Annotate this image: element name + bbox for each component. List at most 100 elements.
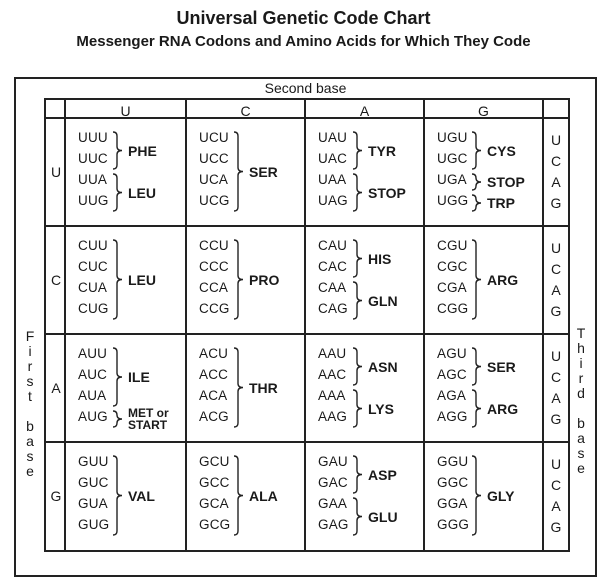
codon-label: AUA <box>78 388 107 403</box>
codon-label: UCG <box>199 193 230 208</box>
amino-acid-label: ASP <box>368 468 397 482</box>
amino-acid-text: HIS <box>368 250 392 267</box>
amino-acid-label: ARG <box>487 273 518 287</box>
column-divider <box>64 98 66 552</box>
codon-label: CUC <box>78 259 108 274</box>
third-base-label-char: s <box>577 445 585 461</box>
amino-acid-label: TYR <box>368 144 396 158</box>
third-base-letter: G <box>550 411 562 427</box>
codon-label: CAC <box>318 259 348 274</box>
amino-acid-text: STOP <box>487 174 525 190</box>
amino-acid-text: TYR <box>368 142 396 159</box>
amino-acid-text: ASN <box>368 358 398 375</box>
third-base-label-char: a <box>577 430 585 446</box>
third-base-letter: G <box>550 303 562 319</box>
codon-label: ACU <box>199 346 229 361</box>
brace-icon <box>112 410 123 428</box>
first-base-label-char: b <box>26 418 34 434</box>
amino-acid-text: ILE <box>128 369 150 385</box>
brace-icon <box>233 131 244 212</box>
codon-grid <box>44 98 570 552</box>
first-base-label-char: t <box>28 388 32 404</box>
codon-label: CGU <box>437 238 468 253</box>
amino-acid-label: LEU <box>128 273 156 287</box>
amino-acid-text: ARG <box>487 271 519 288</box>
third-base-letter: G <box>550 519 562 535</box>
amino-acid-text: GLY <box>487 487 515 504</box>
amino-acid-label: ASN <box>368 360 398 374</box>
amino-acid-label: GLY <box>487 489 515 503</box>
amino-acid-text: LEU <box>128 184 156 201</box>
amino-acid-text: GLU <box>368 508 398 525</box>
third-base-letter: C <box>550 477 562 493</box>
codon-label: GAG <box>318 517 349 532</box>
third-base-label-char: r <box>578 370 584 386</box>
first-base-letter: A <box>51 380 61 396</box>
codon-label: GAU <box>318 454 348 469</box>
third-base-label-char: T <box>576 325 586 341</box>
codon-label: UGC <box>437 151 468 166</box>
codon-label: CCU <box>199 238 229 253</box>
row-divider <box>44 225 570 227</box>
codon-label: UUG <box>78 193 109 208</box>
amino-acid-text: LYS <box>368 400 394 417</box>
amino-acid-label: SER <box>249 165 278 179</box>
amino-acid-label: STOP <box>368 186 406 200</box>
brace-icon <box>112 455 123 536</box>
first-base-label-char: e <box>26 463 34 479</box>
brace-icon <box>471 239 482 320</box>
amino-acid-label: ALA <box>249 489 278 503</box>
amino-acid-text: PHE <box>128 142 157 159</box>
brace-icon <box>352 347 363 386</box>
codon-label: CCA <box>199 280 229 295</box>
codon-label: AAA <box>318 388 346 403</box>
third-base-letter: U <box>550 456 562 472</box>
second-base-header: G <box>478 103 489 119</box>
third-base-label-char: h <box>577 340 585 356</box>
codon-label: CGC <box>437 259 468 274</box>
amino-acid-text: STOP <box>368 184 406 201</box>
brace-icon <box>233 239 244 320</box>
third-base-letter: G <box>550 195 562 211</box>
codon-label: AAC <box>318 367 347 382</box>
codon-label: CAG <box>318 301 348 316</box>
codon-label: UUC <box>78 151 108 166</box>
codon-label: UGU <box>437 130 468 145</box>
codon-label: AUG <box>78 409 108 424</box>
amino-acid-text: MET or <box>128 406 169 420</box>
codon-label: GUC <box>78 475 109 490</box>
codon-label: GCA <box>199 496 229 511</box>
third-base-label-char: b <box>577 415 585 431</box>
amino-acid-label: ILE <box>128 370 150 384</box>
amino-acid-text: PRO <box>249 271 280 288</box>
codon-label: CAU <box>318 238 348 253</box>
codon-label: GAC <box>318 475 348 490</box>
codon-label: GGA <box>437 496 468 511</box>
brace-icon <box>352 131 363 170</box>
amino-acid-text: TRP <box>487 195 515 211</box>
codon-label: CCC <box>199 259 229 274</box>
brace-icon <box>112 347 123 407</box>
column-divider <box>542 98 544 552</box>
column-divider <box>304 98 306 552</box>
second-base-header: A <box>359 103 370 119</box>
codon-label: UAG <box>318 193 348 208</box>
first-base-label-char: s <box>26 448 34 464</box>
codon-label: UGG <box>437 193 469 208</box>
chart-title: Universal Genetic Code Chart <box>176 8 431 28</box>
chart-subtitle: Messenger RNA Codons and Amino Acids for… <box>76 33 531 50</box>
first-base-label-char: i <box>28 343 32 359</box>
codon-label: UGA <box>437 172 467 187</box>
third-base-letter: A <box>551 282 561 298</box>
brace-icon <box>112 173 123 212</box>
first-base-letter: G <box>50 488 62 504</box>
codon-label: GGU <box>437 454 469 469</box>
codon-label: GUU <box>78 454 109 469</box>
amino-acid-text: START <box>128 418 168 432</box>
codon-label: GCG <box>199 517 231 532</box>
first-base-label-char: a <box>26 433 34 449</box>
amino-acid-text: ALA <box>249 487 278 504</box>
